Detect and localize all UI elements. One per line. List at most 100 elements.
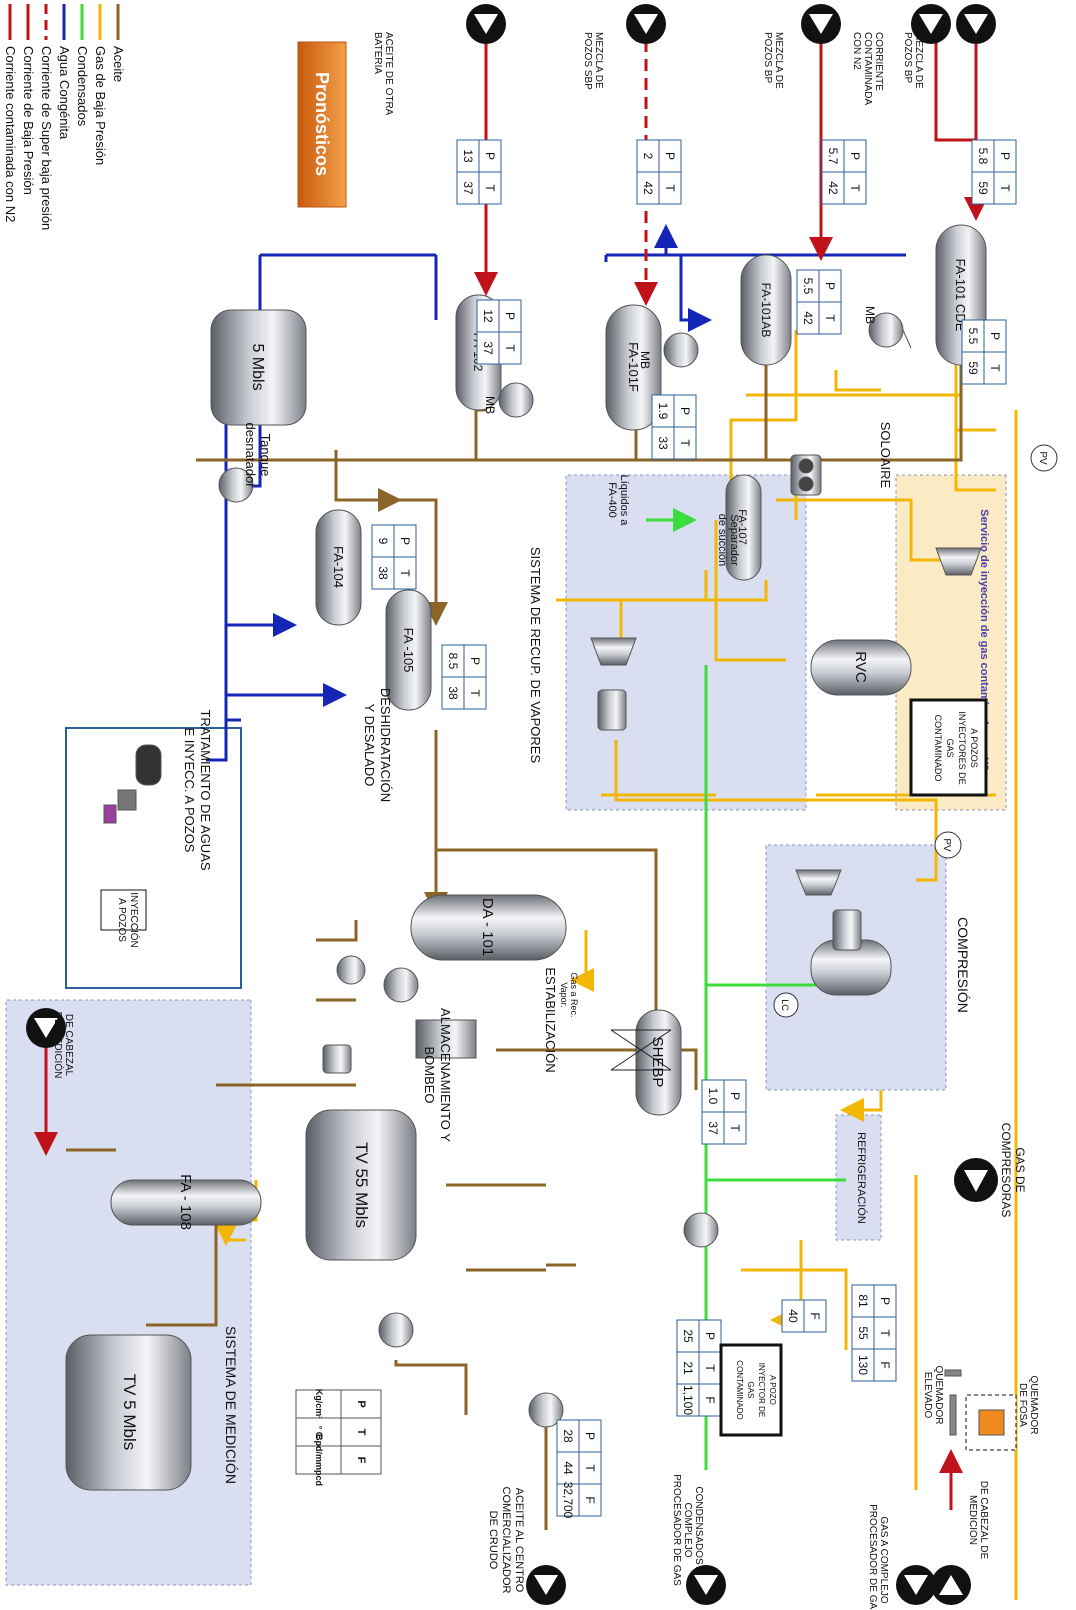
- reading-fa101ab-value: 5.5: [801, 278, 815, 295]
- injector-well-label-line: A POZO: [768, 1375, 777, 1405]
- unit-value: Kg/cm²: [314, 1389, 324, 1420]
- vessel-label: FA-101AB: [759, 283, 773, 338]
- reading-flare-key: P: [878, 1297, 892, 1305]
- liquids-label-line: Líquidos a: [618, 475, 630, 527]
- reading-flare-key: F: [878, 1361, 892, 1368]
- injector-well-label-line: CONTAMINADO: [735, 1360, 744, 1419]
- oil-center-label-line: ACEITE AL CENTRO: [513, 1488, 525, 1593]
- pv-label: PV: [1037, 451, 1048, 465]
- condensate-complex-label-line: PROCESADOR DE GAS: [671, 1474, 682, 1586]
- condensate-complex-label-line: COMPLEJO: [682, 1502, 693, 1557]
- injector-well-label-line: GAS: [746, 1382, 755, 1399]
- reading-fa102-key: T: [503, 344, 517, 352]
- legend-label: Corriente de Super baja presión: [39, 46, 54, 230]
- reading-flare-key: T: [878, 1329, 892, 1337]
- legend-label: Gas de Baja Presión: [93, 46, 108, 165]
- inlet-label-line: CON N2: [851, 32, 862, 70]
- lc-label: LC: [780, 999, 790, 1011]
- reading-injector-value: 40: [786, 1309, 800, 1323]
- oil-center-label-line: COMERCIALIZADOR: [500, 1487, 512, 1594]
- tank-label-line: desnatador: [243, 422, 258, 488]
- inlet-label-line: MEZCLA DE: [773, 32, 784, 89]
- reading-fa101ab-key: P: [823, 282, 837, 290]
- injector-wells-label-line: CONTAMINADO: [933, 715, 943, 782]
- reading-fa102-value: 12: [481, 309, 495, 323]
- tank-label-line: Tanque: [258, 434, 273, 477]
- unit-key: P: [355, 1400, 367, 1407]
- gas-rec-vapor-label-line: Vapor.: [559, 982, 569, 1007]
- gas-compressors-label-line: COMPRESORAS: [999, 1123, 1013, 1218]
- injector-wells-label-line: INYECTORES DE: [957, 711, 967, 784]
- injector-wells-label-line: A POZOS: [969, 728, 979, 768]
- reading-fa101cde-value: 59: [966, 361, 980, 375]
- inlet-cabezal-medicion-pit: [931, 1565, 971, 1605]
- stabilization-title: ESTABILIZACIÓN: [543, 967, 558, 1072]
- reading-injector-key: F: [808, 1312, 822, 1319]
- reading-shebp-value: 37: [706, 1121, 720, 1135]
- injection-wells-label-line: A POZOS: [116, 898, 127, 942]
- oil-center-label-line: DE CRUDO: [487, 1511, 499, 1570]
- reading-fa105-key: P: [468, 657, 482, 665]
- unit-cell: [296, 1390, 381, 1418]
- mb-label: MB: [483, 396, 497, 414]
- reading-fa101f-value: 1.9: [656, 403, 670, 420]
- reading-condensate-key: F: [703, 1396, 717, 1403]
- oil-da101-left: [316, 920, 356, 940]
- gas-to-refrig: [846, 1090, 881, 1110]
- reading-in1-key: T: [998, 184, 1012, 192]
- reading-shebp-key: P: [728, 1092, 742, 1100]
- inlet2-line: [936, 40, 976, 140]
- reading-fa101cde-key: T: [988, 364, 1002, 372]
- flare-elevated: [945, 1370, 961, 1435]
- reading-fa105-value: 8.5: [446, 653, 460, 670]
- unit-key: T: [355, 1429, 367, 1436]
- inlet-label-line: POZOS BP: [902, 32, 913, 83]
- reading-in1-value: 5.8: [976, 148, 990, 165]
- flare-pit: [966, 1395, 1016, 1450]
- reading-fa102-value: 37: [481, 341, 495, 355]
- reading-in3-key: T: [663, 184, 677, 192]
- oil-tv55-pump: [396, 1360, 466, 1415]
- mb-label: MB: [638, 351, 652, 369]
- storage-title-line: ALMACENAMIENTO Y: [438, 1008, 453, 1142]
- pump-mb-2: [664, 333, 698, 367]
- inlet-label-line: POZOS BP: [762, 32, 773, 83]
- reading-fa101cde-value: 5.5: [966, 328, 980, 345]
- reading-in4-key: T: [483, 184, 497, 192]
- cooler-comp: [833, 910, 861, 950]
- pump-condensate: [684, 1213, 718, 1247]
- unit-value: Bpd/mmpcd: [314, 1434, 324, 1486]
- soloaire-label: SOLOAIRE: [878, 422, 893, 489]
- reading-fa101f-key: T: [678, 439, 692, 447]
- water-to-fa101ab: [681, 255, 706, 320]
- reading-in2-value: 42: [826, 181, 840, 195]
- vessel-label: FA - 108: [177, 1174, 194, 1230]
- pump-stab-2: [337, 956, 365, 984]
- water-down: [226, 400, 241, 720]
- measure-header-label-line: DE CABEZAL: [63, 1014, 74, 1077]
- vessel-label: 5 Mbls: [249, 343, 266, 390]
- legend-label: Corriente contaminada con N2: [3, 46, 18, 222]
- inlet-label-line: CONTAMINADA: [862, 32, 873, 105]
- reading-in4-key: P: [483, 152, 497, 160]
- reading-fa104-key: P: [398, 537, 412, 545]
- outlet-condensados: [686, 1565, 726, 1605]
- reading-fa105-value: 38: [446, 686, 460, 700]
- reading-fa101f-key: P: [678, 407, 692, 415]
- oil-to-fa104: [336, 450, 396, 500]
- water-treatment-title-line: TRATAMIENTO DE AGUAS: [198, 709, 213, 870]
- unit-cell: [296, 1446, 381, 1474]
- reading-fa101ab-key: T: [823, 314, 837, 322]
- cooler-vr: [598, 690, 626, 730]
- unit-key: F: [355, 1457, 367, 1464]
- reading-in3-value: 2: [641, 153, 655, 160]
- unit-cell: [296, 1418, 381, 1446]
- pit-flare-label-line: DE FOSA: [1017, 1383, 1028, 1427]
- inlet-label-line: MEZCLA DE: [913, 32, 924, 89]
- gas-rec-vapor-label-line: Gas a Rec.: [569, 972, 579, 1017]
- dehydration-title-line: Y DESALADO: [362, 704, 377, 787]
- reading-in1-key: P: [998, 152, 1012, 160]
- vessel-label: SHEBP: [649, 1037, 666, 1088]
- gas-fa101f-line: [746, 395, 961, 420]
- reading-flare-value: 81: [856, 1294, 870, 1308]
